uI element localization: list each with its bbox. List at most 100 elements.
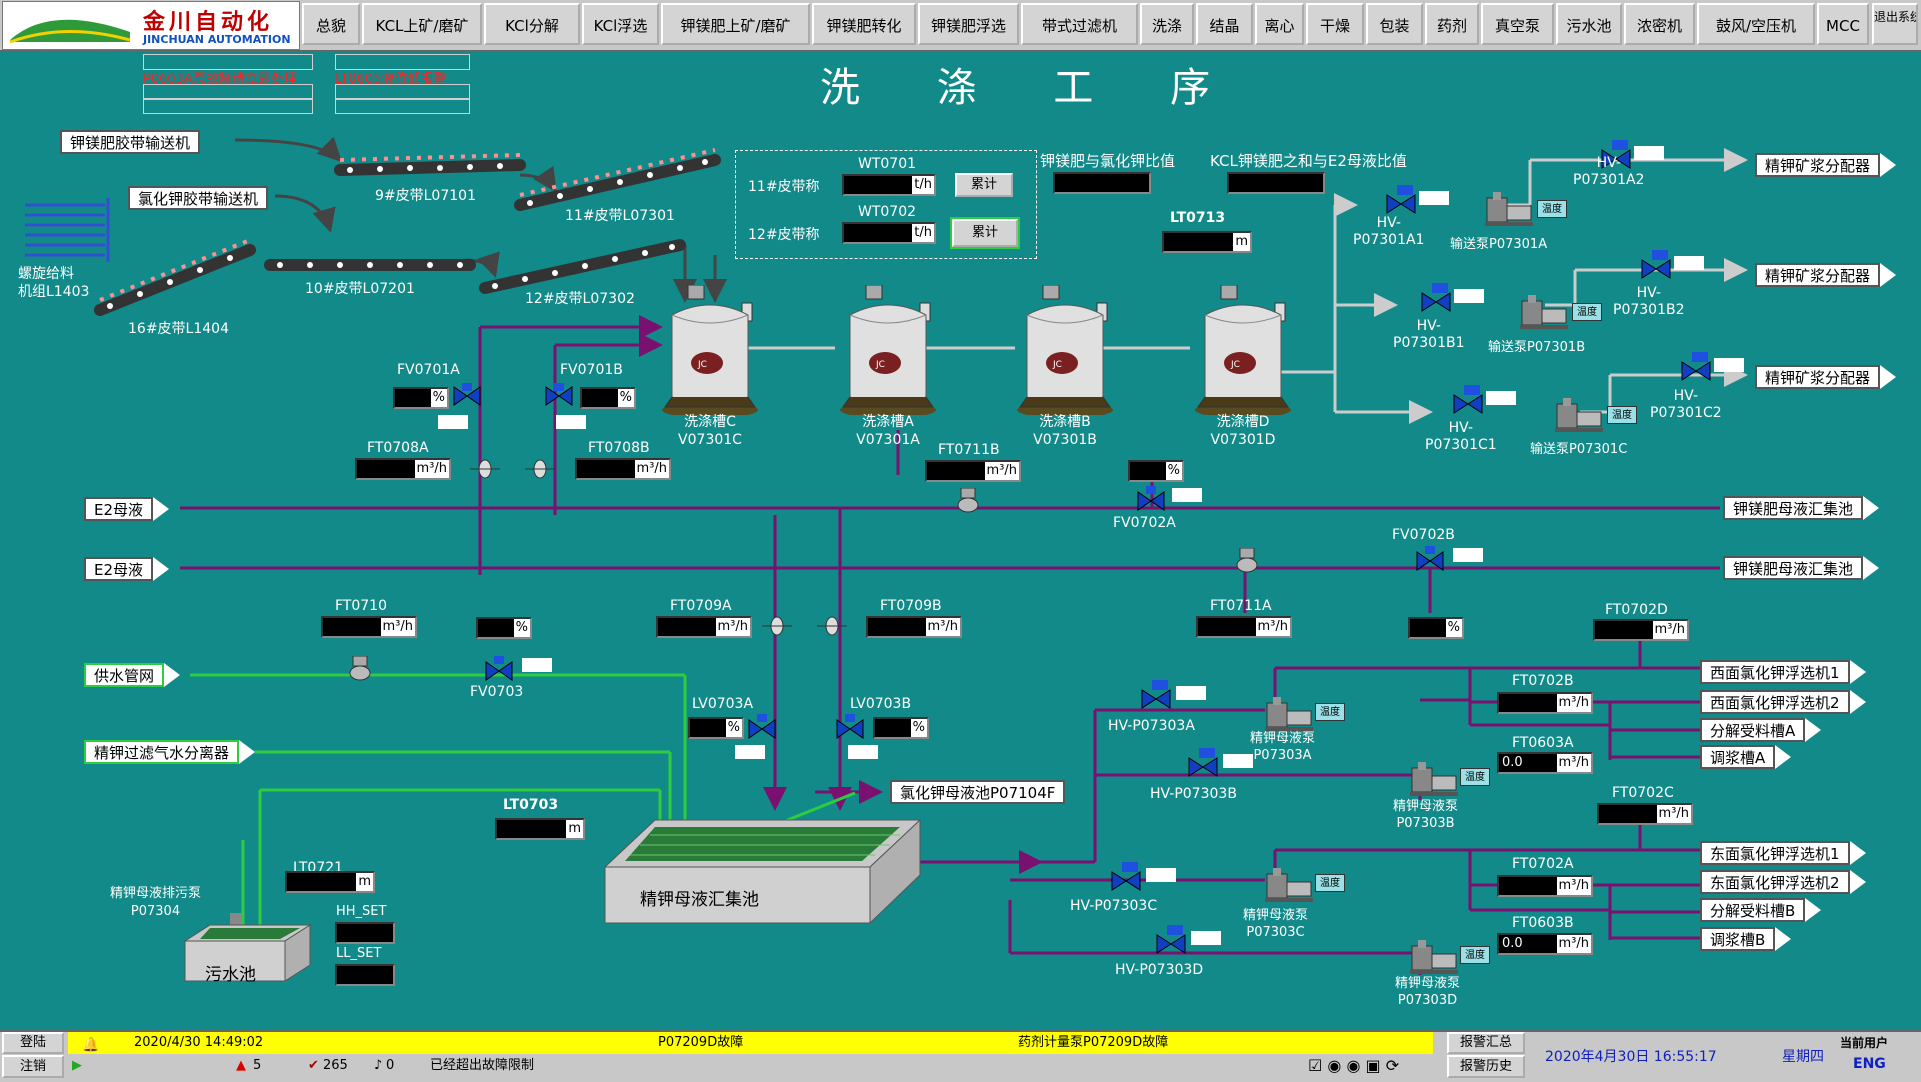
logout-button[interactable]: 注销	[2, 1055, 64, 1078]
wash-tank-1[interactable]: JC	[838, 284, 938, 419]
login-button[interactable]: 登陆	[2, 1032, 64, 1054]
hv-valve-icon-1-hv2[interactable]	[1640, 250, 1674, 284]
transfer-pump-icon-0[interactable]	[1485, 192, 1535, 230]
nav-item-5[interactable]: 钾镁肥转化	[812, 3, 916, 45]
hv303-valve-setpoint-0[interactable]	[1176, 686, 1206, 700]
kmf-belt-label: 钾镁肥胶带输送机	[60, 130, 201, 154]
exit-system-button[interactable]: 退出系统	[1872, 3, 1918, 45]
nav-item-7[interactable]: 带式过滤机	[1021, 3, 1138, 45]
alarm-banner[interactable]: 🔔 2020/4/30 14:49:02 P07209D故障 药剂计量泵P072…	[68, 1032, 1433, 1054]
hv303-valve-icon-3[interactable]	[1155, 925, 1189, 959]
lv0703b-tag: LV0703B	[850, 696, 912, 712]
wash-tank-3[interactable]: JC	[1193, 284, 1293, 419]
hv303-valve-icon-1[interactable]	[1187, 748, 1221, 782]
ll-set-value[interactable]	[335, 964, 395, 986]
hv303-valve-icon-2[interactable]	[1110, 862, 1144, 896]
mother-pump-icon-2[interactable]	[1265, 868, 1315, 906]
fv0703-setpoint[interactable]	[522, 658, 552, 672]
hv-valve-setpoint-0-hv2[interactable]	[1634, 146, 1664, 160]
hv-valve-icon-1-hv1[interactable]	[1420, 283, 1454, 317]
lv0703a-valve-icon[interactable]	[747, 714, 777, 744]
wt0702-total-button[interactable]: 累计	[950, 217, 1020, 249]
nav-item-11[interactable]: 干燥	[1306, 3, 1364, 45]
alarm-text-1[interactable]: P0603A泵故障请立即处理	[143, 72, 297, 87]
fv0702b-setpoint[interactable]	[1453, 548, 1483, 562]
nav-item-15[interactable]: 污水池	[1556, 3, 1622, 45]
wash-tank-0[interactable]: JC	[660, 284, 760, 419]
fv0701b-valve-icon[interactable]	[544, 383, 574, 413]
tank-icon: JC	[840, 284, 936, 418]
nav-item-12[interactable]: 包装	[1366, 3, 1423, 45]
hh-set-value[interactable]	[335, 922, 395, 944]
ft0708b-flowmeter-icon	[525, 458, 555, 484]
temp-indicator[interactable]: 温度	[1572, 303, 1602, 321]
ft0702a-value: m³/h	[1497, 875, 1593, 897]
fv0702a-setpoint[interactable]	[1172, 488, 1202, 502]
alarm-text-2[interactable]: LT0605液位低报警	[335, 72, 447, 87]
fv0701a-setpoint[interactable]	[438, 415, 468, 429]
temp-indicator[interactable]: 温度	[1460, 768, 1490, 786]
temp-indicator[interactable]: 温度	[1537, 200, 1567, 218]
fv0702b-valve-icon[interactable]	[1415, 546, 1445, 576]
nav-item-2[interactable]: KCl分解	[484, 3, 580, 45]
hv303-valve-icon-0[interactable]	[1140, 680, 1174, 714]
fv0701a-valve-icon[interactable]	[452, 383, 482, 413]
alarm-check-icon: ✔	[308, 1058, 319, 1073]
alarm-summary-button[interactable]: 报警汇总	[1447, 1032, 1525, 1054]
mother-pump-icon-1[interactable]	[1410, 762, 1460, 800]
mother-pump-label-2: 精钾母液泵 P07303C	[1243, 908, 1309, 940]
hv-valve-icon-0-hv1[interactable]	[1385, 185, 1419, 219]
fv0703-valve-icon[interactable]	[484, 656, 514, 686]
transfer-pump-label-1: 输送泵P07301B	[1488, 340, 1586, 355]
hv-valve-setpoint-0-hv1[interactable]	[1419, 191, 1449, 205]
mother-pump-icon-3[interactable]	[1410, 940, 1460, 978]
transfer-pump-icon-1[interactable]	[1520, 295, 1570, 333]
nav-item-4[interactable]: 钾镁肥上矿/磨矿	[661, 3, 810, 45]
lv0703a-setpoint[interactable]	[735, 745, 765, 759]
nav-item-18[interactable]: MCC	[1817, 3, 1869, 45]
hv303-valve-setpoint-2[interactable]	[1146, 868, 1176, 882]
lv0703b-valve-icon[interactable]	[835, 714, 865, 744]
hv-valve-icon-2-hv1[interactable]	[1452, 385, 1486, 419]
hv-valve-setpoint-1-hv2[interactable]	[1674, 256, 1704, 270]
fv0702b-tag: FV0702B	[1392, 527, 1455, 543]
hv-valve-icon-0-hv2[interactable]	[1600, 140, 1634, 174]
hv303-valve-setpoint-1[interactable]	[1223, 754, 1253, 768]
temp-indicator[interactable]: 温度	[1460, 946, 1490, 964]
lv0703b-setpoint[interactable]	[848, 745, 878, 759]
nav-item-0[interactable]: 总貌	[302, 3, 360, 45]
hv-valve-icon-2-hv2[interactable]	[1680, 352, 1714, 386]
status-tool-icons[interactable]: ☑ ◉ ◉ ▣ ⟳	[1308, 1056, 1400, 1075]
mother-pump-icon-0[interactable]	[1265, 697, 1315, 735]
ft0603b-tag: FT0603B	[1512, 915, 1574, 931]
fv0702a-valve-icon[interactable]	[1136, 486, 1166, 516]
hv-valve-setpoint-1-hv1[interactable]	[1454, 289, 1484, 303]
nav-item-1[interactable]: KCL上矿/磨矿	[362, 3, 482, 45]
nav-item-17[interactable]: 鼓风/空压机	[1697, 3, 1815, 45]
mother-pump-label-0: 精钾母液泵 P07303A	[1250, 731, 1316, 763]
hv303-valve-setpoint-3[interactable]	[1191, 931, 1221, 945]
mother-pump-label-1: 精钾母液泵 P07303B	[1393, 799, 1459, 831]
nav-item-10[interactable]: 离心	[1255, 3, 1304, 45]
wash-tank-2[interactable]: JC	[1015, 284, 1115, 419]
ft0709b-tag: FT0709B	[880, 598, 942, 614]
nav-item-3[interactable]: KCl浮选	[582, 3, 659, 45]
hv-valve-setpoint-2-hv2[interactable]	[1714, 358, 1744, 372]
ft0702c-value: m³/h	[1597, 803, 1693, 825]
lt0721-value: m	[285, 871, 375, 893]
alarm-history-button[interactable]: 报警历史	[1447, 1055, 1525, 1078]
nav-item-14[interactable]: 真空泵	[1481, 3, 1554, 45]
transfer-pump-icon-2[interactable]	[1555, 398, 1605, 436]
wt0701-total-button[interactable]: 累计	[955, 173, 1013, 197]
temp-indicator[interactable]: 温度	[1315, 703, 1345, 721]
hv-valve-setpoint-2-hv1[interactable]	[1486, 391, 1516, 405]
nav-item-9[interactable]: 结晶	[1196, 3, 1253, 45]
fv0701b-setpoint[interactable]	[556, 415, 586, 429]
temp-indicator[interactable]: 温度	[1607, 406, 1637, 424]
nav-item-16[interactable]: 浓密机	[1624, 3, 1695, 45]
temp-indicator[interactable]: 温度	[1315, 874, 1345, 892]
nav-item-13[interactable]: 药剂	[1425, 3, 1479, 45]
nav-item-8[interactable]: 洗涤	[1140, 3, 1194, 45]
nav-item-6[interactable]: 钾镁肥浮选	[918, 3, 1019, 45]
svg-text:JC: JC	[1052, 360, 1062, 370]
